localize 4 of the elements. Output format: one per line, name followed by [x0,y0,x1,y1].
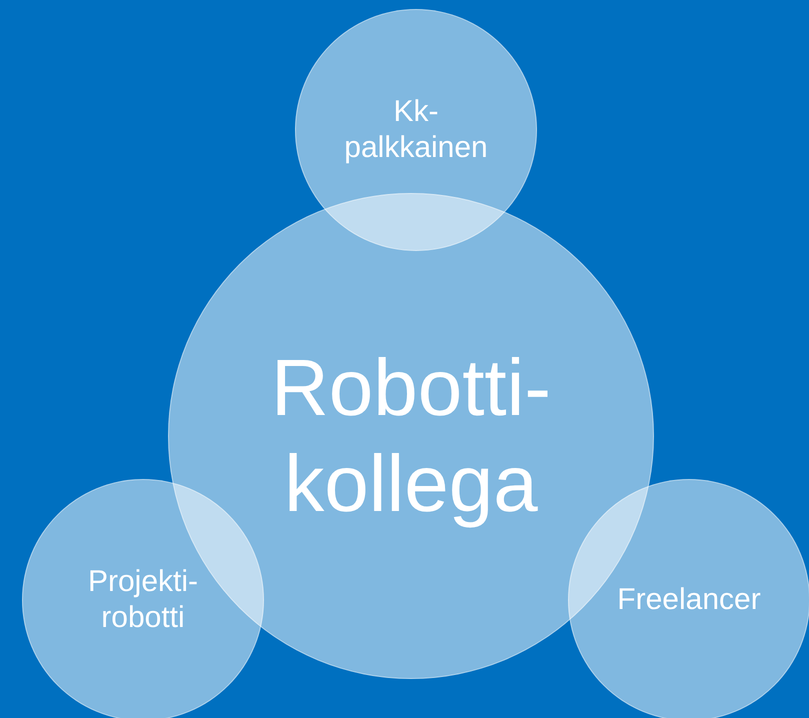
circle-label: Kk- palkkainen [344,94,488,166]
circle-label: Freelancer [617,582,761,618]
circle-label: Projekti- robotti [88,564,198,636]
circle-label: Robotti- kollega [270,342,552,530]
